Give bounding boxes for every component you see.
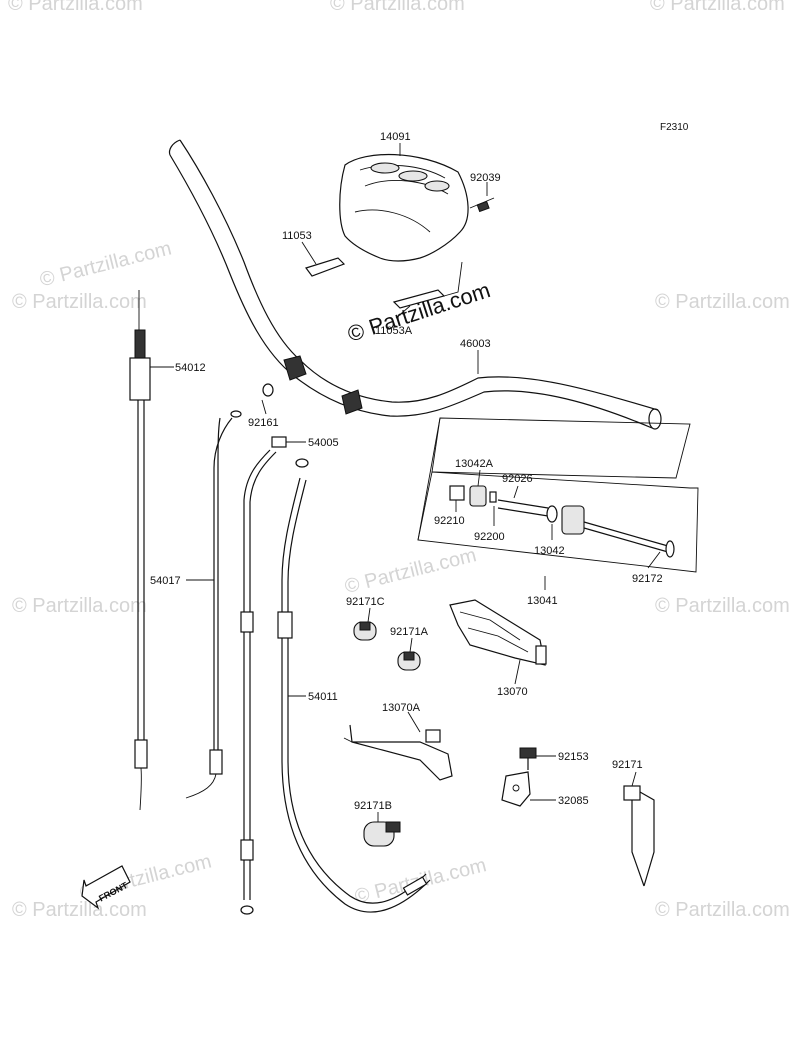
handlebar-cover-drawing [339,153,469,262]
part-label-13070[interactable]: 13070 [497,686,528,698]
watermark: © Partzilla.com [38,237,174,291]
part-label-92161[interactable]: 92161 [248,417,279,429]
part-label-54017[interactable]: 54017 [150,575,181,587]
part-label-13042A[interactable]: 13042A [455,458,494,470]
part-label-92153[interactable]: 92153 [558,751,589,763]
watermark: © Partzilla.com [330,0,465,15]
watermark: © Partzilla.com [12,595,147,617]
part-label-54011[interactable]: 54011 [308,691,338,703]
part-label-13042[interactable]: 13042 [534,545,565,557]
knurled-grip-icon [283,355,363,415]
clamp-drawing [397,651,421,671]
part-label-32085[interactable]: 32085 [558,795,589,807]
watermark: © Partzilla.com [655,595,790,617]
leader-lines [150,143,661,822]
cable-drawing-54012 [129,290,151,811]
part-label-13041[interactable]: 13041 [527,595,558,607]
part-label-11053[interactable]: 11053 [282,230,312,242]
watermark: © Partzilla.com [655,899,790,921]
clamp-drawing [353,621,377,641]
bracket-drawing-32085 [501,771,531,807]
collar-drawing [262,383,274,397]
part-labels: 14091 92039 11053 11053A 46003 54012 921… [150,131,663,812]
bracket-drawing-13070 [449,599,547,666]
screw-drawing [469,197,495,213]
watermark: © Partzilla.com [12,291,147,313]
part-label-14091[interactable]: 14091 [380,131,411,143]
part-label-54012[interactable]: 54012 [175,362,206,374]
clamp-drawing [363,821,401,847]
cable-drawing-54011 [277,458,431,913]
cable-drawing-54017 [185,410,242,799]
pin-assembly-drawing [417,417,699,573]
part-label-46003[interactable]: 46003 [460,338,491,350]
part-label-92039[interactable]: 92039 [470,172,501,184]
figure-code: F2310 [660,122,689,133]
bolt-drawing [519,747,537,770]
part-label-92026[interactable]: 92026 [502,473,533,485]
part-label-92210[interactable]: 92210 [434,515,465,527]
part-label-92171[interactable]: 92171 [612,759,643,771]
part-label-11053A[interactable]: 11053A [375,325,413,337]
watermark: © Partzilla.com [12,899,147,921]
watermark: © Partzilla.com [343,544,479,598]
bracket-drawing [305,257,346,277]
watermark: © Partzilla.com [8,0,143,15]
watermark-prominent: © Partzilla.com [344,277,493,347]
watermark: © Partzilla.com [650,0,785,15]
watermark: © Partzilla.com [655,291,790,313]
part-label-92171C[interactable]: 92171C [346,596,385,608]
part-label-13070A[interactable]: 13070A [382,702,421,714]
part-label-92171A[interactable]: 92171A [390,626,429,638]
part-label-92172[interactable]: 92172 [632,573,663,585]
watermark-group: © Partzilla.com © Partzilla.com © Partzi… [8,0,790,921]
part-label-92171B[interactable]: 92171B [354,800,392,812]
cable-drawing-54005 [240,436,287,915]
part-label-54005[interactable]: 54005 [308,437,339,449]
tie-band-drawing [623,785,655,887]
part-label-92200[interactable]: 92200 [474,531,505,543]
handlebar-drawing [168,139,662,430]
bracket-drawing-13070A [343,724,453,781]
